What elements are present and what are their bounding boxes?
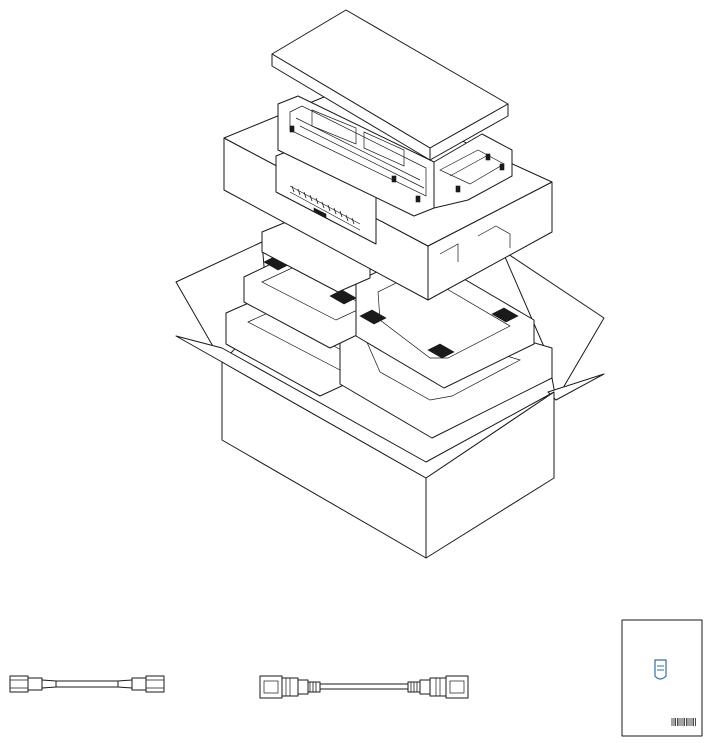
rj45-plug-left (9, 675, 29, 693)
quick-start-guide (621, 619, 703, 737)
top-cushion (223, 87, 553, 301)
corner-pad (427, 343, 455, 359)
cord-wire (319, 683, 409, 690)
brand-logo-icon (654, 659, 667, 680)
mounting-bracket (277, 95, 513, 217)
lid-cushion (271, 9, 509, 161)
lower-cushions (225, 217, 553, 439)
corner-pad (491, 307, 519, 323)
corner-pad (359, 309, 387, 325)
power-plug-left (259, 675, 283, 699)
power-cord (259, 675, 469, 699)
cable-wire (55, 680, 119, 688)
barcode-icon (671, 718, 696, 726)
lan-cable (9, 675, 165, 693)
rj45-plug-right (145, 675, 165, 693)
power-plug-right (445, 675, 469, 699)
lid-right-face (429, 103, 509, 161)
